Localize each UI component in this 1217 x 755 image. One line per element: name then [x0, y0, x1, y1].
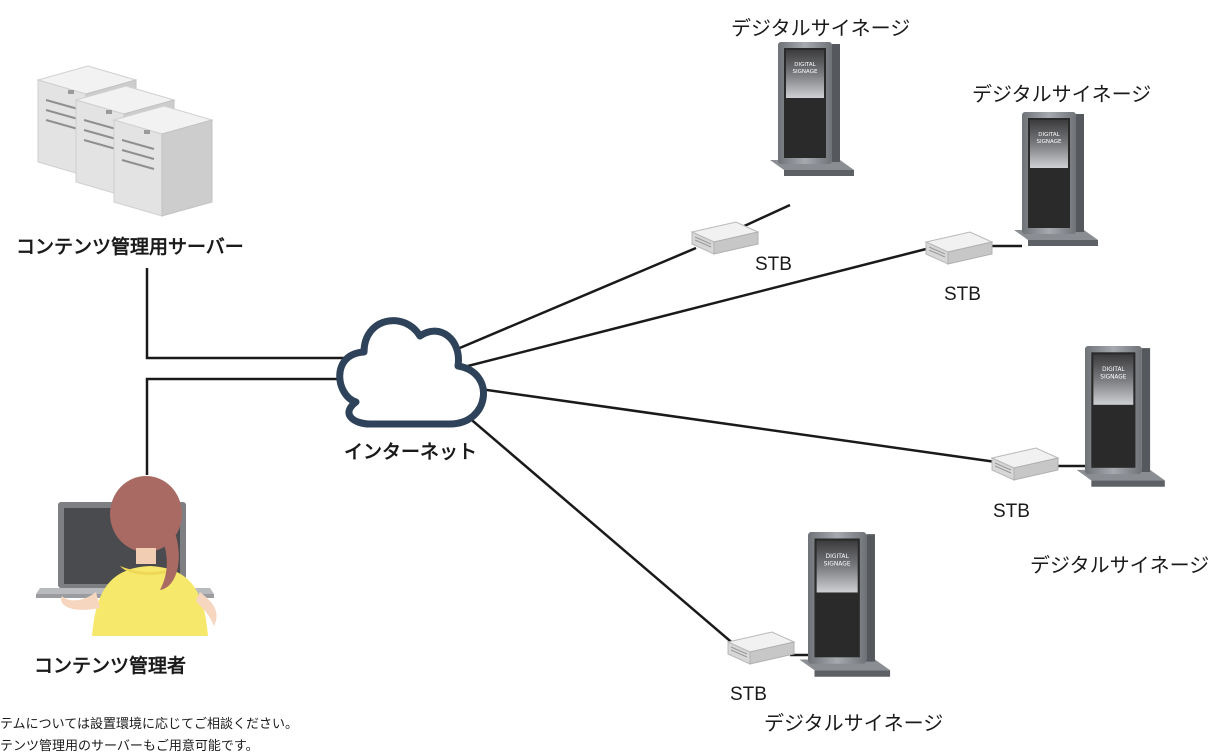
stb-label: STB — [944, 284, 981, 305]
connection-lines — [145, 203, 1086, 657]
note-line-1: テムについては設置環境に応じてご相談ください。 — [0, 717, 298, 732]
stb-label: STB — [755, 254, 792, 275]
server-icon — [37, 65, 213, 217]
manager-icon — [36, 476, 217, 636]
stb-label: STB — [730, 684, 767, 705]
signage-icon — [799, 532, 891, 677]
link-signage-3 — [479, 387, 997, 464]
signage-icon — [770, 42, 854, 176]
note-line-2: テンツ管理用のサーバーもご用意可能です。 — [0, 739, 259, 754]
stb-icon — [991, 447, 1059, 481]
signage-icon — [1076, 346, 1165, 487]
stb-icon — [727, 631, 795, 665]
stb-icon — [925, 231, 993, 265]
link-signage-1-stb — [739, 203, 791, 230]
link-signage-1 — [454, 246, 697, 352]
signage-label: デジタルサイネージ — [972, 82, 1152, 106]
link-signage-2 — [459, 246, 931, 370]
manager-label: コンテンツ管理者 — [34, 655, 187, 677]
cloud-icon — [336, 317, 487, 428]
stb-icon — [691, 221, 759, 255]
stb-label: STB — [993, 501, 1030, 522]
server-label: コンテンツ管理用サーバー — [16, 236, 244, 258]
signage-label: デジタルサイネージ — [764, 711, 944, 735]
server-link — [145, 268, 368, 360]
link-signage-4 — [459, 409, 737, 647]
signage-icon — [1014, 112, 1098, 246]
signage-label: デジタルサイネージ — [1030, 553, 1210, 577]
internet-label: インターネット — [344, 441, 478, 463]
signage-label: デジタルサイネージ — [731, 16, 911, 40]
manager-link — [145, 377, 352, 475]
